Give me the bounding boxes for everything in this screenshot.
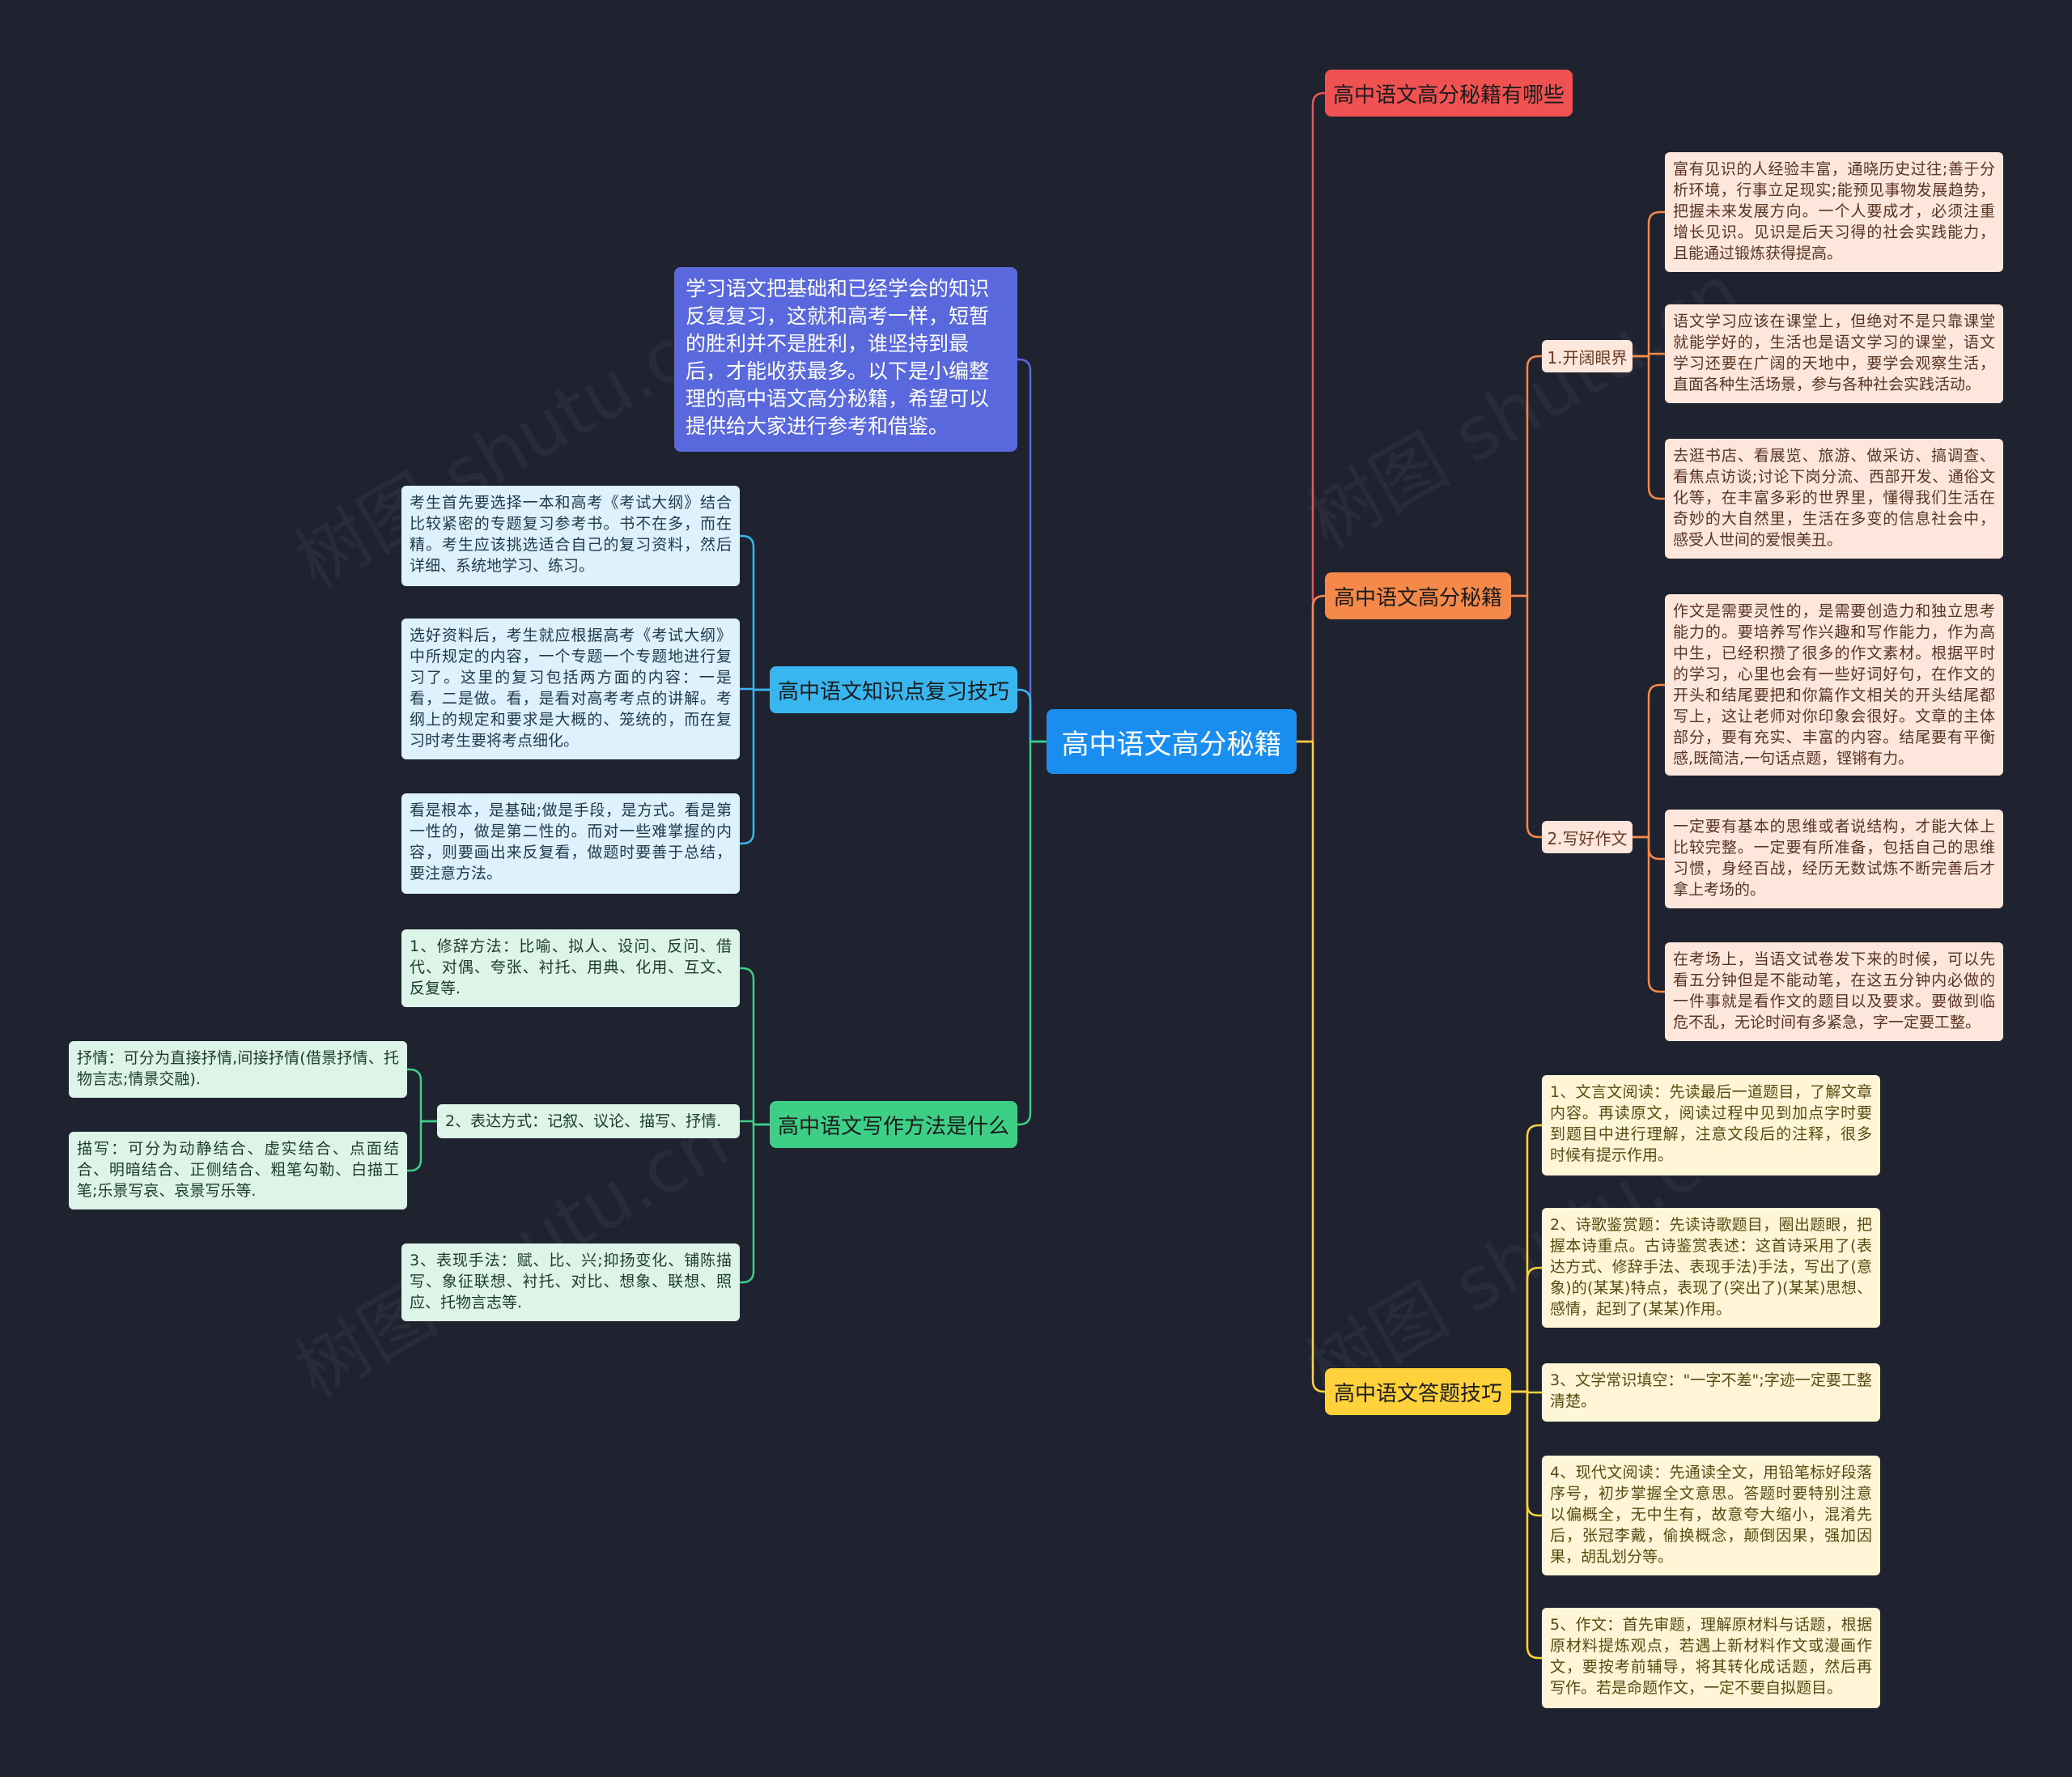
leaf-item-expression[interactable]: 2、表达方式：记叙、议论、描写、抒情. (437, 1104, 740, 1138)
branch-label: 高中语文知识点复习技巧 (777, 679, 1009, 704)
leaf-item[interactable]: 5、作文：首先审题，理解原材料与话题，根据原材料提炼观点，若遇上新材料作文或漫画… (1542, 1608, 1880, 1708)
connector-line (1297, 91, 1325, 743)
connector-line (1511, 355, 1542, 597)
leaf-item[interactable]: 语文学习应该在课堂上，但绝对不是只靠课堂就能学好的，生活也是语文学习的课堂，语文… (1665, 304, 2003, 403)
leaf-item[interactable]: 4、现代文阅读：先通读全文，用铅笔标好段落序号，初步掌握全文意思。答题时要特别注… (1542, 1456, 1880, 1575)
leaf-item[interactable]: 3、文学常识填空："一字不差";字迹一定要工整清楚。 (1542, 1363, 1880, 1422)
connector-line (1297, 740, 1325, 1393)
leaf-text: 考生首先要选择一本和高考《考试大纲》结合比较紧密的专题复习参考书。书不在多，而在… (410, 494, 732, 575)
leaf-text: 1、文言文阅读：先读最后一道题目，了解文章内容。再读原文，阅读过程中见到加点字时… (1550, 1083, 1872, 1164)
leaf-text: 语文学习应该在课堂上，但绝对不是只靠课堂就能学好的，生活也是语文学习的课堂，语文… (1673, 312, 1995, 393)
leaf-item[interactable]: 1、文言文阅读：先读最后一道题目，了解文章内容。再读原文，阅读过程中见到加点字时… (1542, 1075, 1880, 1175)
leaf-text: 富有见识的人经验丰富，通晓历史过往;善于分析环境，行事立足现实;能预见事物发展趋… (1673, 160, 1995, 262)
branch-high-score-secrets[interactable]: 高中语文高分秘籍 (1325, 572, 1511, 619)
connector-line (1511, 1124, 1542, 1393)
connector-line (740, 688, 770, 845)
branch-label: 高中语文写作方法是什么 (777, 1114, 1009, 1139)
leaf-item[interactable]: 选好资料后，考生就应根据高考《考试大纲》中所规定的内容，一个专题一个专题地进行复… (401, 619, 740, 759)
leaf-text: 描写：可分为动静结合、虚实结合、点面结合、明暗结合、正侧结合、粗笔勾勒、白描工笔… (77, 1140, 399, 1200)
leaf-item[interactable]: 3、表现手法：赋、比、兴;抑扬变化、铺陈描写、象征联想、衬托、对比、想象、联想、… (401, 1243, 740, 1321)
subtopic-label: 1.开阔眼界 (1547, 347, 1628, 368)
connector-line (407, 1120, 437, 1172)
connector-line (740, 967, 770, 1126)
connector-line (1017, 740, 1047, 1126)
leaf-text: 去逛书店、看展览、旅游、做采访、搞调查、看焦点访谈;讨论下岗分流、西部开发、通俗… (1673, 447, 1995, 549)
leaf-text: 1、修辞方法：比喻、拟人、设问、反问、借代、对偶、夸张、衬托、用典、化用、互文、… (410, 937, 732, 997)
leaf-item[interactable]: 作文是需要灵性的，是需要创造力和独立思考能力的。要培养写作兴趣和写作能力，作为高… (1665, 594, 2003, 776)
leaf-text: 3、表现手法：赋、比、兴;抑扬变化、铺陈描写、象征联想、衬托、对比、想象、联想、… (410, 1252, 732, 1311)
connector-line (1511, 1266, 1542, 1393)
connector-line (1297, 594, 1325, 743)
leaf-sub-item[interactable]: 描写：可分为动静结合、虚实结合、点面结合、明暗结合、正侧结合、粗笔勾勒、白描工笔… (69, 1132, 407, 1209)
leaf-item[interactable]: 考生首先要选择一本和高考《考试大纲》结合比较紧密的专题复习参考书。书不在多，而在… (401, 486, 740, 586)
connector-line (1017, 688, 1047, 743)
leaf-text: 2、表达方式：记叙、议论、描写、抒情. (445, 1112, 722, 1130)
connector-line (1017, 358, 1047, 743)
connector-line (407, 1068, 437, 1123)
branch-label: 高中语文答题技巧 (1333, 1381, 1502, 1406)
leaf-text: 5、作文：首先审题，理解原材料与话题，根据原材料提炼观点，若遇上新材料作文或漫画… (1550, 1616, 1872, 1697)
subtopic-write-essays[interactable]: 2.写好作文 (1542, 821, 1633, 853)
connector-line (1633, 683, 1665, 839)
leaf-text: 3、文学常识填空："一字不差";字迹一定要工整清楚。 (1550, 1371, 1872, 1410)
leaf-text: 4、现代文阅读：先通读全文，用铅笔标好段落序号，初步掌握全文意思。答题时要特别注… (1550, 1464, 1872, 1566)
root-topic-label: 高中语文高分秘籍 (1061, 728, 1282, 761)
root-topic[interactable]: 高中语文高分秘籍 (1047, 709, 1297, 774)
connector-line (1633, 210, 1665, 358)
leaf-item[interactable]: 1、修辞方法：比喻、拟人、设问、反问、借代、对偶、夸张、衬托、用典、化用、互文、… (401, 929, 740, 1007)
leaf-item[interactable]: 去逛书店、看展览、旅游、做采访、搞调查、看焦点访谈;讨论下岗分流、西部开发、通俗… (1665, 439, 2003, 559)
connector-line (1633, 352, 1665, 358)
branch-secrets-list[interactable]: 高中语文高分秘籍有哪些 (1325, 70, 1573, 117)
leaf-item[interactable]: 一定要有基本的思维或者说结构，才能大体上比较完整。一定要有所准备，包括自己的思维… (1665, 810, 2003, 908)
connector-line (740, 1120, 770, 1126)
leaf-text: 一定要有基本的思维或者说结构，才能大体上比较完整。一定要有所准备，包括自己的思维… (1673, 818, 1995, 899)
branch-label: 高中语文高分秘籍有哪些 (1332, 83, 1565, 108)
branch-label: 高中语文高分秘籍 (1333, 585, 1502, 610)
leaf-text: 抒情：可分为直接抒情,间接抒情(借景抒情、托物言志;情景交融). (77, 1049, 399, 1088)
intro-text: 学习语文把基础和已经学会的知识反复复习，这就和高考一样，短暂的胜利并不是胜利，谁… (686, 277, 990, 438)
connector-line (740, 1123, 770, 1284)
connector-line (1511, 594, 1542, 839)
leaf-item[interactable]: 富有见识的人经验丰富，通晓历史过往;善于分析环境，行事立足现实;能预见事物发展趋… (1665, 152, 2003, 272)
leaf-text: 看是根本，是基础;做是手段，是方式。看是第一性的，做是第二性的。而对一些难掌握的… (410, 801, 732, 882)
connector-line (1511, 1390, 1542, 1660)
leaf-item[interactable]: 看是根本，是基础;做是手段，是方式。看是第一性的，做是第二性的。而对一些难掌握的… (401, 793, 740, 894)
subtopic-broaden-horizons[interactable]: 1.开阔眼界 (1542, 340, 1633, 372)
branch-writing-methods[interactable]: 高中语文写作方法是什么 (770, 1101, 1017, 1148)
intro-note[interactable]: 学习语文把基础和已经学会的知识反复复习，这就和高考一样，短暂的胜利并不是胜利，谁… (674, 267, 1017, 452)
connector-line (1633, 355, 1665, 500)
leaf-item[interactable]: 在考场上，当语文试卷发下来的时候，可以先看五分钟但是不能动笔，在这五分钟内必做的… (1665, 942, 2003, 1041)
branch-review-skills[interactable]: 高中语文知识点复习技巧 (770, 666, 1017, 713)
branch-answer-skills[interactable]: 高中语文答题技巧 (1325, 1368, 1511, 1415)
leaf-item[interactable]: 2、诗歌鉴赏题：先读诗歌题目，圈出题眼，把握本诗重点。古诗鉴赏表述：这首诗采用了… (1542, 1208, 1880, 1328)
leaf-text: 在考场上，当语文试卷发下来的时候，可以先看五分钟但是不能动笔，在这五分钟内必做的… (1673, 950, 1995, 1031)
connector-line (740, 534, 770, 691)
subtopic-label: 2.写好作文 (1547, 828, 1628, 848)
leaf-text: 2、诗歌鉴赏题：先读诗歌题目，圈出题眼，把握本诗重点。古诗鉴赏表述：这首诗采用了… (1550, 1216, 1872, 1318)
connector-line (1633, 835, 1665, 993)
leaf-sub-item[interactable]: 抒情：可分为直接抒情,间接抒情(借景抒情、托物言志;情景交融). (69, 1041, 407, 1098)
leaf-text: 选好资料后，考生就应根据高考《考试大纲》中所规定的内容，一个专题一个专题地进行复… (410, 627, 732, 750)
leaf-text: 作文是需要灵性的，是需要创造力和独立思考能力的。要培养写作兴趣和写作能力，作为高… (1673, 602, 1995, 767)
